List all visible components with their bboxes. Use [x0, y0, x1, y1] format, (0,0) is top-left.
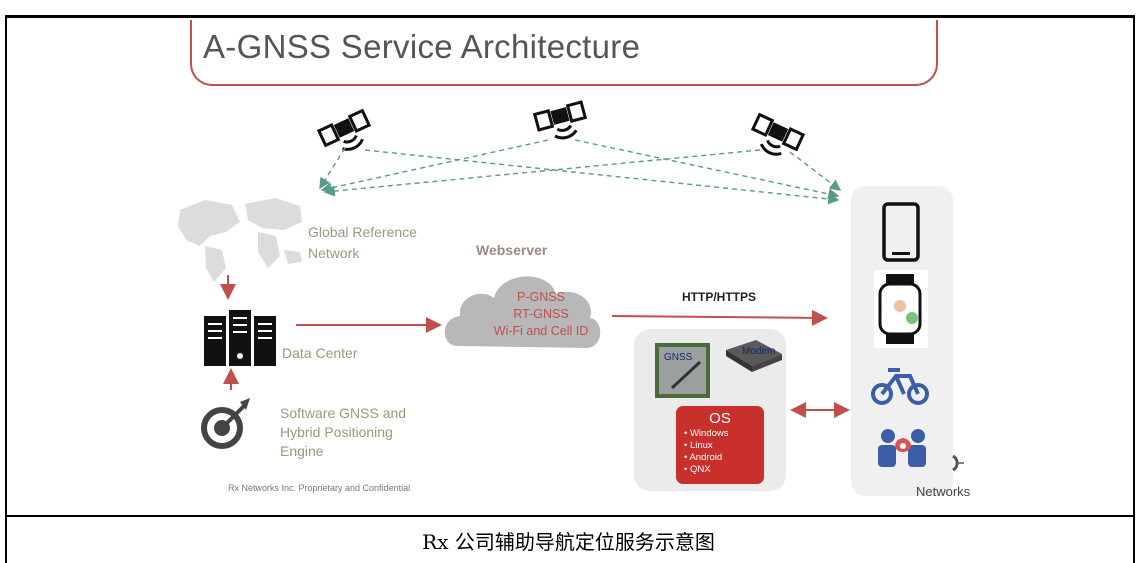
smartwatch-icon — [874, 270, 928, 348]
os-title: OS — [709, 410, 731, 427]
satellite-icon-left — [316, 108, 372, 151]
server-rack-icon — [204, 310, 276, 366]
brand-name: Networks — [916, 484, 971, 499]
os-box: OS Windows Linux Android QNX — [676, 406, 764, 484]
satellite-icon-right — [750, 112, 806, 156]
os-item: QNX — [684, 464, 729, 476]
service-item: P-GNSS — [517, 290, 565, 304]
os-item: Android — [684, 452, 729, 464]
satellite-icon-center — [532, 100, 588, 140]
figure-frame — [5, 15, 1135, 563]
os-item: Linux — [684, 440, 729, 452]
os-list: Windows Linux Android QNX — [684, 428, 729, 476]
software-engine-label: Software GNSS and Hybrid Positioning Eng… — [280, 405, 407, 459]
modem-chip-icon — [726, 340, 782, 372]
figure-caption: Rx 公司辅助导航定位服务示意图 — [422, 530, 715, 554]
webserver-services: P-GNSS RT-GNSS Wi-Fi and Cell ID — [486, 289, 596, 340]
caption-divider — [5, 515, 1135, 517]
world-map-icon — [178, 198, 302, 282]
slide-footer: Rx Networks Inc. Proprietary and Confide… — [228, 483, 411, 493]
modem-chip-label: Modem — [742, 346, 776, 357]
title-box — [190, 20, 938, 86]
global-reference-label: Global Reference Network — [308, 224, 417, 261]
target-icon — [201, 398, 250, 449]
gnss-chip-icon — [655, 343, 710, 398]
protocol-label: HTTP/HTTPS — [682, 290, 756, 304]
data-center-label: Data Center — [282, 345, 358, 361]
os-item: Windows — [684, 428, 729, 440]
smartphone-icon — [882, 202, 920, 262]
brand-logo-icon — [952, 454, 964, 472]
bicycle-icon — [871, 368, 929, 405]
satellite-signal-lines — [319, 139, 842, 205]
slide-title: A-GNSS Service Architecture — [203, 28, 641, 65]
gnss-chip-label: GNSS — [664, 352, 693, 363]
people-location-icon — [878, 429, 926, 470]
service-item: Wi-Fi and Cell ID — [493, 324, 589, 338]
webserver-title: Webserver — [476, 242, 548, 258]
cloud-shape — [444, 276, 601, 348]
service-item: RT-GNSS — [513, 307, 569, 321]
